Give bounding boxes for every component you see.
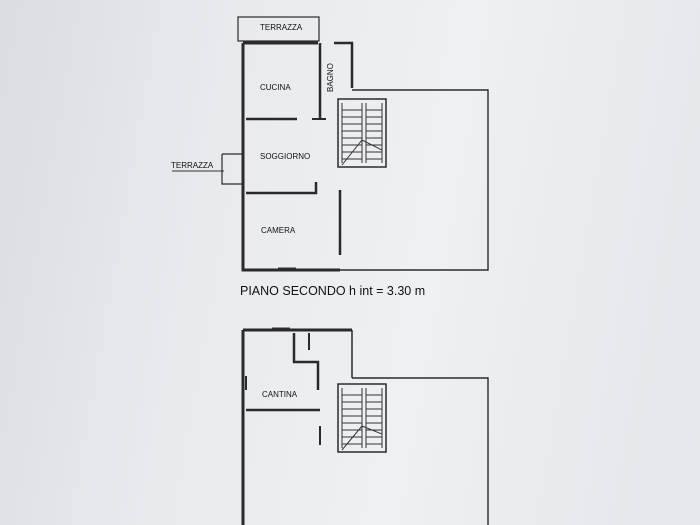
second-floor-plan: TERRAZZA CUCINA BAGNO SOGGIORNO TERRAZZA… <box>171 16 489 298</box>
label-terrazza-top: TERRAZZA <box>260 23 303 32</box>
stair-block-outline <box>340 89 489 271</box>
label-camera: CAMERA <box>261 226 296 235</box>
terrace-side-outline <box>221 153 242 185</box>
label-bagno: BAGNO <box>326 63 335 92</box>
second-floor-title: PIANO SECONDO h int = 3.30 m <box>240 284 425 298</box>
apartment-left-wall <box>241 43 340 272</box>
label-cantina: CANTINA <box>262 390 298 399</box>
label-cucina: CUCINA <box>260 83 291 92</box>
lower-floor-plan: CANTINA <box>241 327 489 525</box>
staircase-lower <box>337 383 387 453</box>
staircase-upper <box>337 98 387 168</box>
cantina-right-wall <box>292 333 320 390</box>
living-bedroom-wall <box>246 182 318 195</box>
label-terrazza-side: TERRAZZA <box>171 161 214 170</box>
bath-walls <box>334 41 354 88</box>
terrace-top-outline <box>237 16 320 42</box>
lower-stair-block-outline <box>352 377 489 525</box>
label-soggiorno: SOGGIORNO <box>260 152 310 161</box>
